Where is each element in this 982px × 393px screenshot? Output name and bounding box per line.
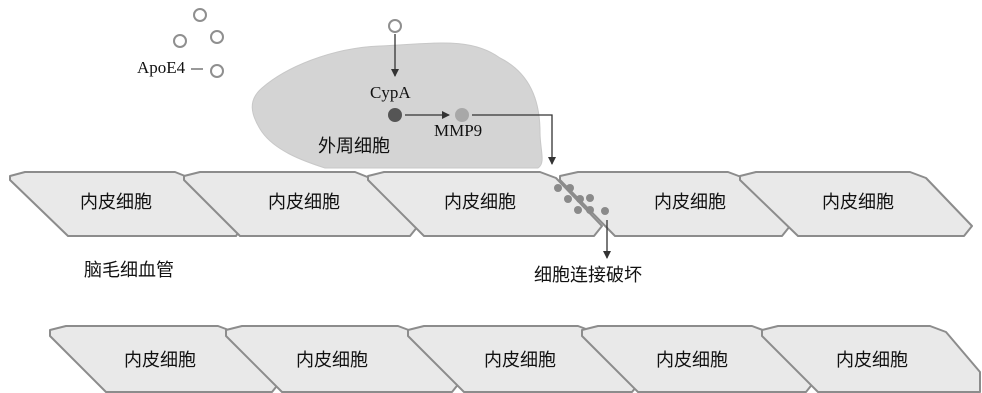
junction-dot bbox=[576, 195, 584, 203]
endothelial-cell bbox=[367, 171, 603, 237]
junction-dot bbox=[554, 184, 562, 192]
endothelial-label: 内皮细胞 bbox=[296, 350, 368, 371]
endothelial-row-top bbox=[9, 171, 973, 237]
apoe4-molecule bbox=[388, 19, 402, 33]
endothelial-label: 内皮细胞 bbox=[268, 192, 340, 213]
apoe4-molecules bbox=[173, 8, 402, 78]
endothelial-row-bottom bbox=[49, 325, 981, 393]
endothelial-label: 内皮细胞 bbox=[124, 350, 196, 371]
junction-break-dots bbox=[554, 184, 609, 215]
endothelial-label: 内皮细胞 bbox=[836, 350, 908, 371]
endothelial-label: 内皮细胞 bbox=[656, 350, 728, 371]
apoe4-molecule bbox=[210, 64, 224, 78]
endothelial-label: 内皮细胞 bbox=[822, 192, 894, 213]
junction-dot bbox=[564, 195, 572, 203]
mmp9-label: MMP9 bbox=[434, 121, 482, 140]
pericyte-cell bbox=[251, 42, 543, 169]
junction-dot bbox=[586, 206, 594, 214]
apoe4-label: ApoE4 bbox=[137, 58, 186, 77]
apoe4-molecule bbox=[173, 34, 187, 48]
endothelial-label: 内皮细胞 bbox=[484, 350, 556, 371]
apoe4-molecule bbox=[210, 30, 224, 44]
cypa-dot bbox=[388, 108, 402, 122]
junction-dot bbox=[574, 206, 582, 214]
junction-dot bbox=[601, 207, 609, 215]
cypa-label: CypA bbox=[370, 83, 411, 102]
pericyte-label: 外周细胞 bbox=[318, 136, 390, 157]
mmp9-to-junction-arrow bbox=[472, 114, 556, 165]
endothelial-labels-bottom: 内皮细胞 内皮细胞 内皮细胞 内皮细胞 内皮细胞 bbox=[124, 350, 908, 371]
endothelial-label: 内皮细胞 bbox=[80, 192, 152, 213]
apoe4-molecule bbox=[193, 8, 207, 22]
mmp9-dot bbox=[455, 108, 469, 122]
endothelial-label: 内皮细胞 bbox=[654, 192, 726, 213]
endothelial-labels-top: 内皮细胞 内皮细胞 内皮细胞 内皮细胞 内皮细胞 bbox=[80, 192, 894, 213]
endothelial-cell bbox=[739, 171, 973, 237]
junction-break-label: 细胞连接破坏 bbox=[534, 265, 642, 286]
capillary-label: 脑毛细血管 bbox=[84, 260, 174, 281]
junction-dot bbox=[566, 184, 574, 192]
junction-dot bbox=[586, 194, 594, 202]
endothelial-label: 内皮细胞 bbox=[444, 192, 516, 213]
endothelial-cell bbox=[761, 325, 981, 393]
